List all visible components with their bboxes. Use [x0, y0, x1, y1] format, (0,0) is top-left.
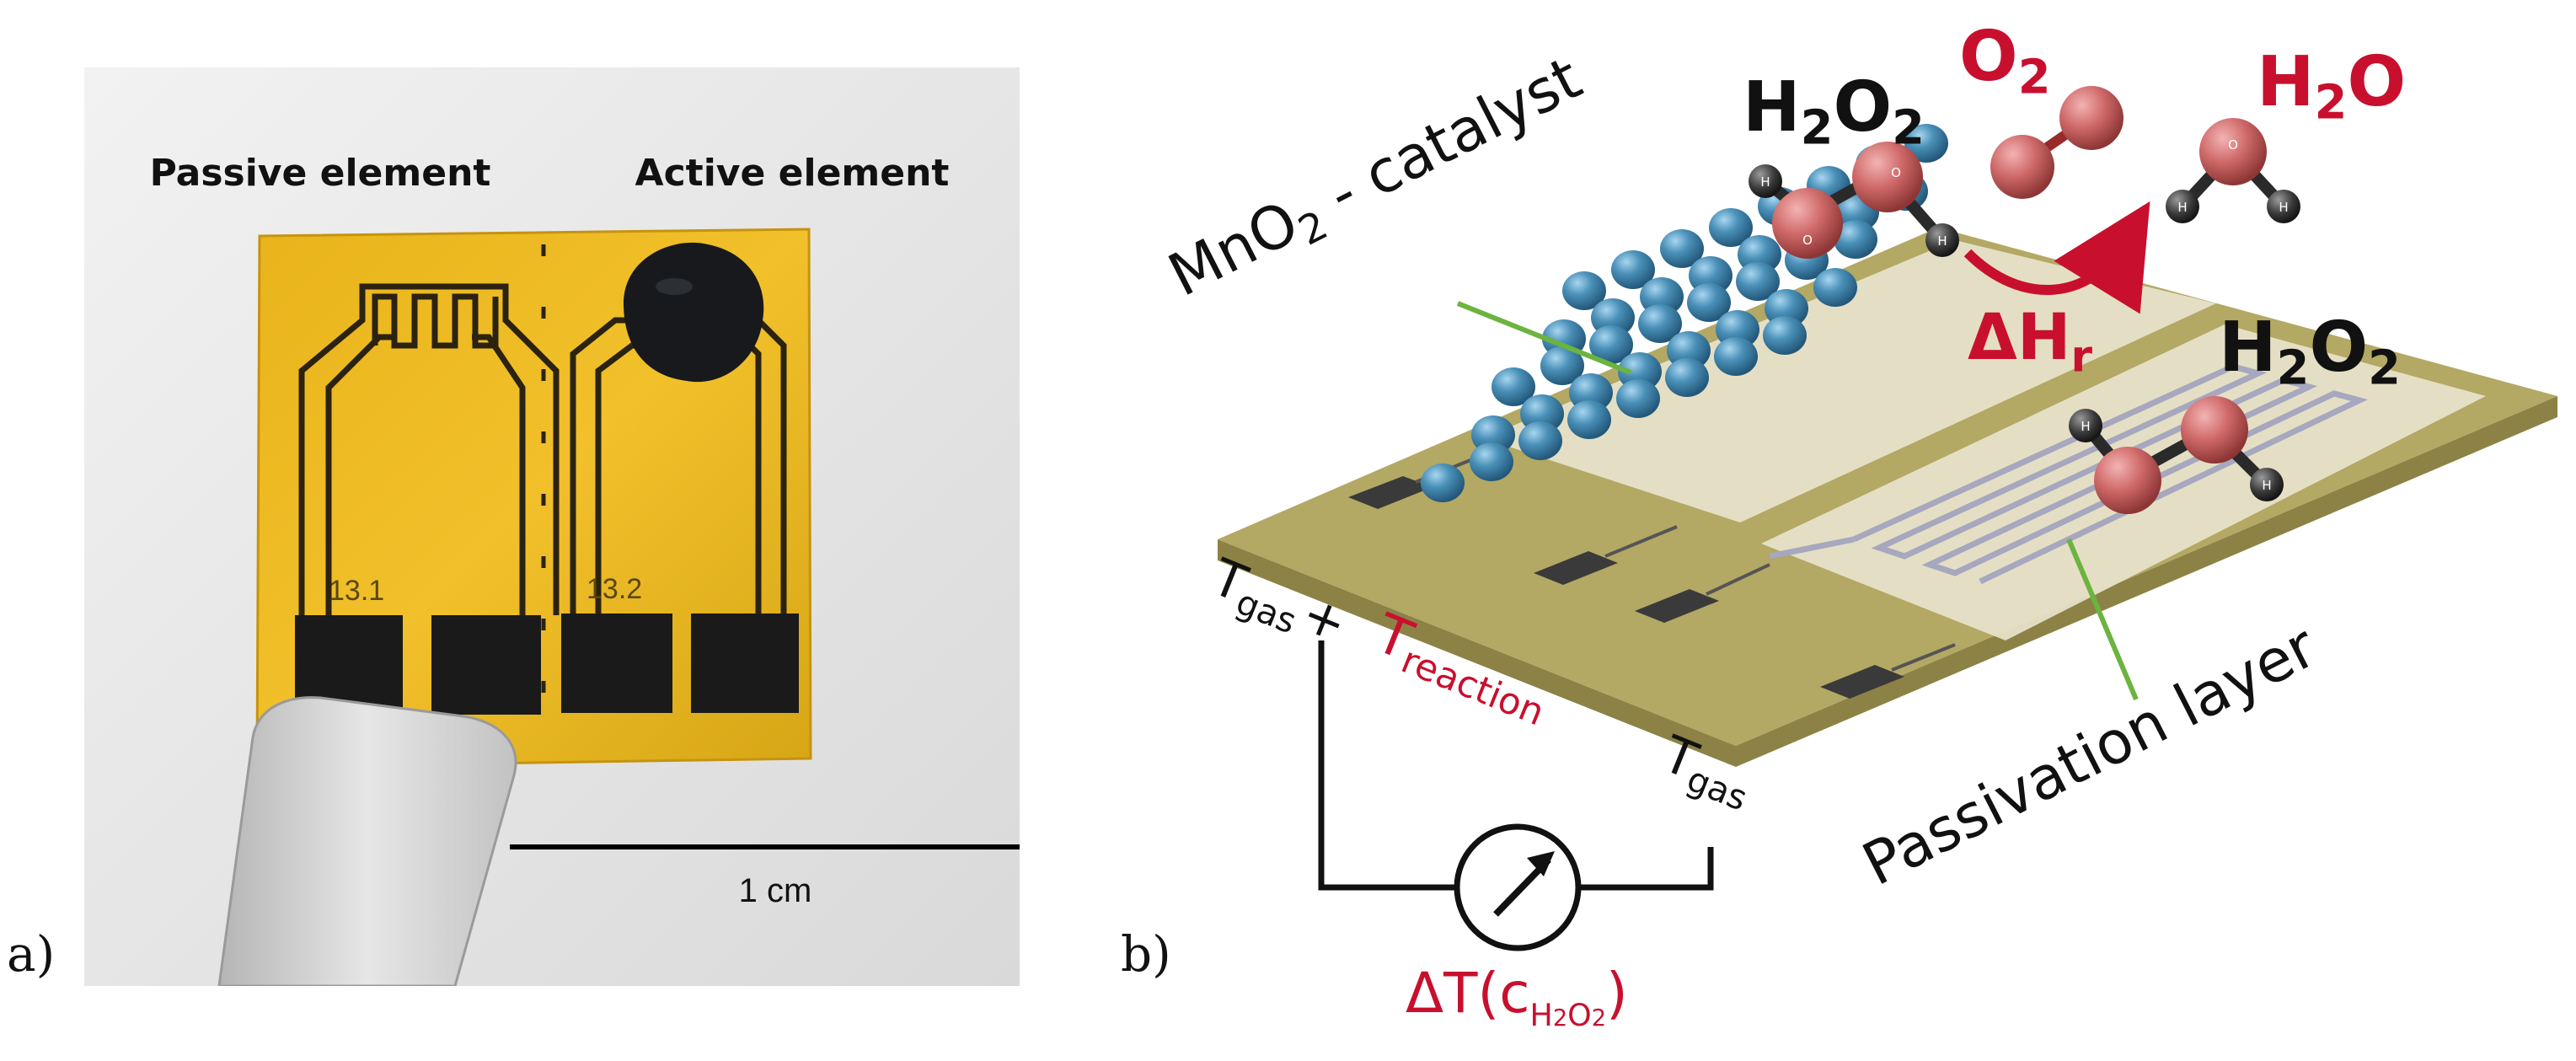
passive-element-label: Passive element: [150, 152, 491, 195]
h2o2-molecule-right: [2069, 396, 2284, 514]
catalyst-bead: [1638, 304, 1682, 343]
sensor-photo: 13.1 13.2 1 cm Passive element Active el…: [84, 67, 1020, 986]
catalyst-bead: [1589, 325, 1633, 364]
passivation-leader: [2066, 538, 2139, 701]
catalyst-bead: [1611, 250, 1655, 289]
atom-letters: H O O H O H H H H: [1760, 137, 2288, 493]
catalyst-bead: [1813, 268, 1857, 307]
catalyst-area: [1483, 240, 2216, 522]
catalyst-bead: [1540, 346, 1584, 385]
catalyst-bead: [1660, 229, 1704, 268]
meander-heater: [1769, 363, 2369, 585]
board-side: [1218, 396, 2557, 767]
o2-label: O2: [1959, 17, 2051, 105]
svg-text:H: H: [2177, 200, 2187, 215]
h2o2-label-top: H2O2: [1743, 67, 1925, 156]
delta-t-label: ΔT(cH2O2): [1406, 961, 1628, 1034]
svg-text:O: O: [1802, 233, 1813, 248]
catalyst-bead: [1709, 208, 1753, 247]
h2o-label: H2O: [2257, 42, 2407, 131]
probe: [217, 696, 517, 986]
svg-text:O: O: [2228, 137, 2238, 153]
catalyst-bead: [1834, 220, 1877, 259]
catalyst-bead: [1763, 316, 1807, 355]
catalyst-blob: [624, 242, 764, 383]
measurement-circuit: [1318, 640, 1714, 891]
catalyst-bead: [1904, 124, 1948, 163]
catalyst-bead: [1714, 337, 1758, 376]
enthalpy-label: ΔHr: [1968, 299, 2092, 383]
active-pad-right: [691, 614, 799, 713]
catalyst-bead: [1470, 442, 1513, 481]
h2o2-molecule-top: [1749, 142, 1959, 259]
panel-a-label: a): [7, 925, 56, 983]
svg-text:O: O: [1891, 165, 1901, 180]
passive-pad-right: [431, 615, 541, 715]
o2-molecule: [1990, 86, 2123, 199]
h2o2-label-right: H2O2: [2219, 308, 2401, 396]
svg-text:H: H: [1760, 174, 1770, 190]
catalyst-bead: [1665, 358, 1709, 397]
catalyst-bead: [1562, 271, 1606, 310]
svg-text:H: H: [2262, 478, 2271, 493]
catalyst-bead: [1616, 379, 1660, 418]
panel-b-label: b): [1121, 925, 1171, 983]
catalyst-bead: [1736, 262, 1780, 301]
svg-text:H: H: [2081, 419, 2090, 434]
reaction-arrow: [1963, 201, 2150, 314]
catalyst-leader: [1456, 301, 1632, 375]
svg-text:H: H: [2279, 200, 2288, 215]
passive-code: 13.1: [329, 575, 384, 607]
catalyst-bead: [1687, 283, 1731, 322]
svg-text:H: H: [1937, 233, 1947, 249]
scale-label: 1 cm: [739, 872, 812, 909]
contact-pads: [1348, 476, 1904, 699]
catalyst-bead: [1492, 367, 1535, 406]
catalyst-bead: [1518, 421, 1562, 460]
passive-element-traces: [298, 283, 560, 615]
active-code: 13.2: [586, 573, 642, 605]
h2o-molecule: [2166, 118, 2300, 223]
active-pad-left: [561, 614, 672, 713]
catalyst-bead: [1567, 400, 1611, 439]
catalyst-bead: [1421, 464, 1465, 502]
active-element-label: Active element: [635, 152, 950, 195]
